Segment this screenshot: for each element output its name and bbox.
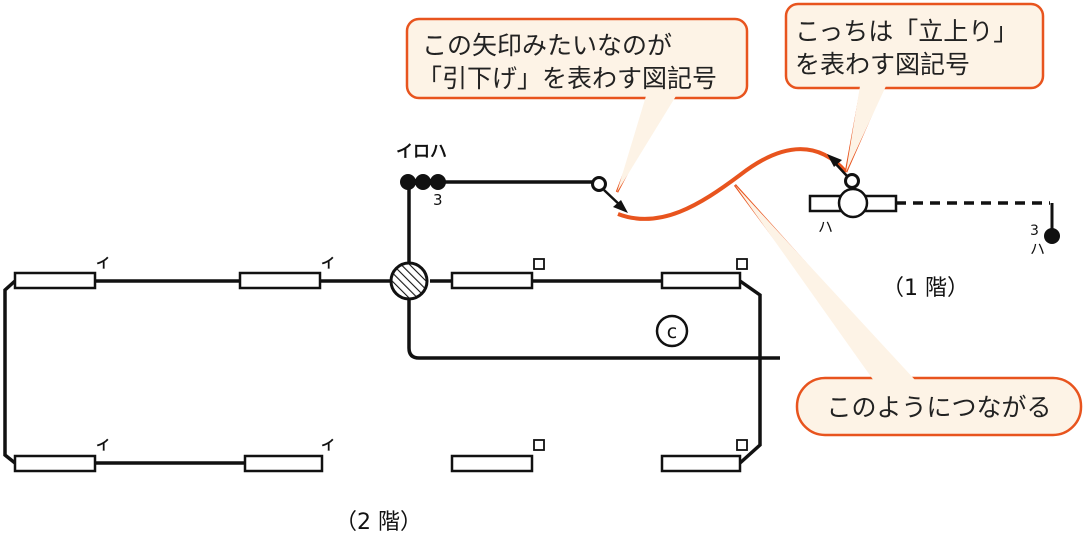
ha-label-fixture: ハ — [818, 218, 833, 236]
c-mark-label: c — [667, 321, 677, 343]
callout-tachiagari: こっちは「立上り」 を表わす図記号 — [784, 2, 1045, 173]
callout-connection-box — [795, 376, 1083, 437]
floor-1-label: （1 階） — [882, 276, 969, 301]
callout-hikisage: この矢印みたいなのが 「引下げ」を表わす図記号 — [405, 17, 749, 193]
ro-square-icon — [736, 439, 748, 451]
fixture-i-top-2 — [238, 271, 322, 290]
callout-tachiagari-box — [784, 2, 1045, 90]
circuit-names-label: イロハ — [396, 142, 447, 162]
hikisage-symbol — [591, 176, 628, 213]
floor-2-label: （2 階） — [335, 510, 422, 535]
callout-tachiagari-line2: を表わす図記号 — [795, 50, 970, 79]
callout-hikisage-line1: この矢印みたいなのが — [422, 31, 672, 60]
wire-dot-icon — [415, 174, 431, 190]
hikisage-arrowhead-icon — [613, 200, 628, 213]
connection-curve — [617, 147, 848, 221]
fixture-i-bottom-1 — [13, 454, 97, 473]
wire-right-loop — [738, 279, 762, 465]
fixture-i-bottom-2 — [243, 454, 324, 473]
wire-dot-icon — [400, 174, 416, 190]
i-label: イ — [321, 256, 335, 272]
ro-square-icon — [736, 258, 748, 270]
tachiagari-circle-icon — [844, 173, 860, 189]
floor-2-fixtures — [13, 271, 742, 473]
fixture-ro-bottom-2 — [660, 454, 742, 473]
c-mark-circle — [655, 314, 689, 348]
ro-square-icon — [533, 258, 545, 270]
ro-markers — [533, 258, 748, 451]
fixture-ro-top-2 — [660, 271, 742, 290]
wire-dot-icon — [430, 174, 446, 190]
ha-label-right: ハ — [1030, 240, 1045, 258]
i-label: イ — [321, 438, 335, 454]
count-label-top: 3 — [433, 191, 443, 209]
count-label-right: 3 — [1030, 223, 1039, 239]
i-label: イ — [96, 256, 110, 272]
fixture-i-top-1 — [13, 271, 97, 290]
end-dot-icon — [1044, 228, 1060, 244]
junction-box-icon — [389, 261, 429, 301]
i-label: イ — [96, 438, 110, 454]
callout-tachiagari-line1: こっちは「立上り」 — [795, 17, 1018, 46]
ro-square-icon — [533, 439, 545, 451]
floor-2-wiring — [3, 180, 780, 465]
floor-1-fixture — [808, 154, 1060, 244]
callout-hikisage-line2: 「引下げ」を表わす図記号 — [417, 64, 717, 93]
fixture-lamp-icon — [837, 187, 869, 219]
fixture-ro-top-1 — [450, 271, 534, 290]
fixture-ro-bottom-1 — [450, 454, 534, 473]
hikisage-circle-icon — [591, 176, 607, 192]
tachiagari-arrowhead-icon — [827, 154, 842, 167]
wire-bundle-dots — [400, 174, 446, 190]
callout-hikisage-box — [405, 17, 749, 100]
callout-connection-text: このようにつながる — [826, 393, 1051, 422]
callout-connection: このようにつながる — [733, 184, 1083, 437]
wire-left-loop — [3, 279, 17, 465]
wire-box-down-c — [407, 300, 780, 360]
